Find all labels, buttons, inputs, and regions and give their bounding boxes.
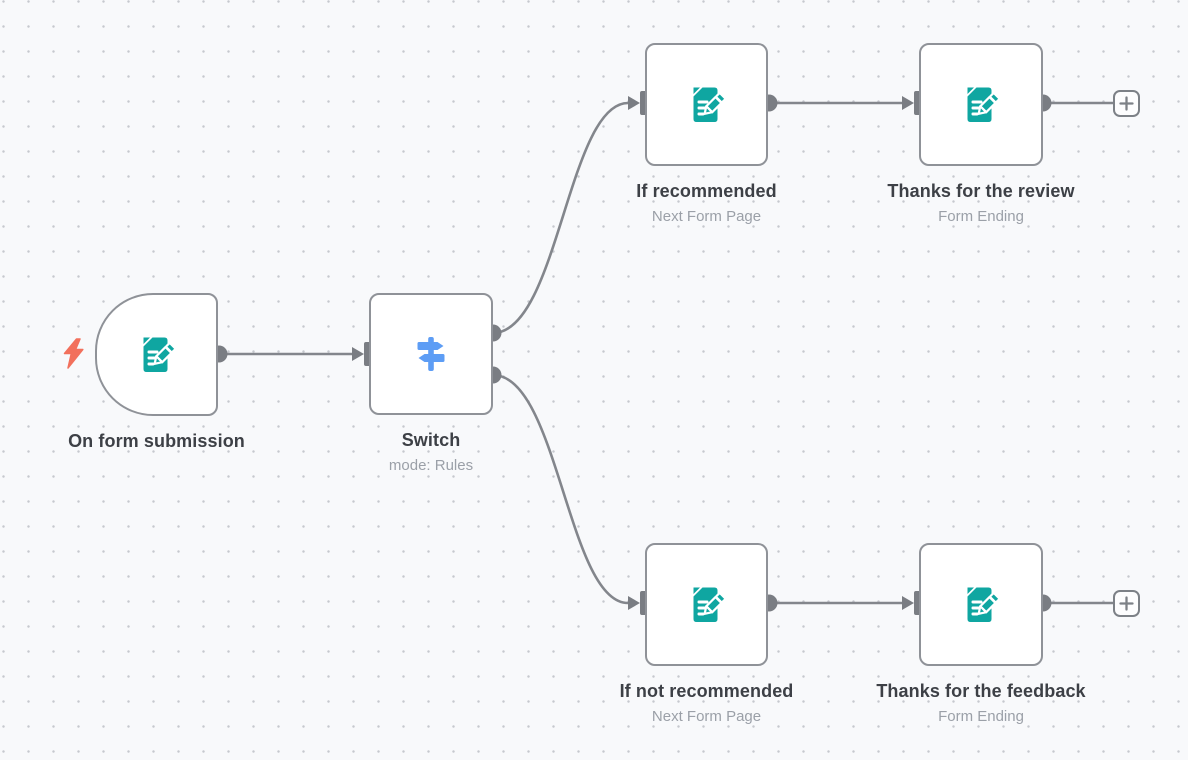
arrowhead-thanks-review-input [902,96,914,110]
arrowhead-if-not-recommended-input [628,596,640,610]
add-node-button-bottom[interactable] [1113,590,1140,617]
node-title-thanks-for-the-review: Thanks for the review [887,181,1075,201]
node-if-recommended[interactable] [645,43,768,166]
form-icon [693,587,726,622]
edge-switch-to-if-not-recommended[interactable] [492,373,629,605]
form-icon [693,87,726,122]
node-thanks-for-the-feedback[interactable] [919,543,1043,666]
node-on-form-submission[interactable] [95,293,218,416]
node-title-if-recommended: If recommended [636,181,777,201]
node-title-if-not-recommended: If not recommended [619,681,794,701]
add-node-button-top[interactable] [1113,90,1140,117]
node-subtitle-if-not-recommended: Next Form Page [651,708,762,725]
node-subtitle-thanks-for-the-feedback: Form Ending [938,708,1024,725]
signpost-icon [417,337,445,371]
plus-icon [1119,96,1134,111]
node-switch[interactable] [369,293,493,415]
node-title-on-form-submission: On form submission [68,431,245,451]
node-if-not-recommended[interactable] [645,543,768,666]
lightning-bolt-trigger-icon [63,337,84,372]
arrowhead-thanks-feedback-input [902,596,914,610]
arrowhead-if-recommended-input [628,96,640,110]
node-subtitle-switch: mode: Rules [388,457,474,474]
node-title-switch: Switch [401,430,461,450]
form-icon [967,87,1001,122]
edge-switch-to-if-recommended[interactable] [492,101,629,335]
arrowhead-switch-input [352,347,364,361]
node-subtitle-if-recommended: Next Form Page [651,208,762,225]
node-thanks-for-the-review[interactable] [919,43,1043,166]
form-icon [143,337,176,372]
form-icon [967,587,1001,622]
node-title-thanks-for-the-feedback: Thanks for the feedback [876,681,1086,701]
plus-icon [1119,596,1134,611]
node-subtitle-thanks-for-the-review: Form Ending [938,208,1024,225]
